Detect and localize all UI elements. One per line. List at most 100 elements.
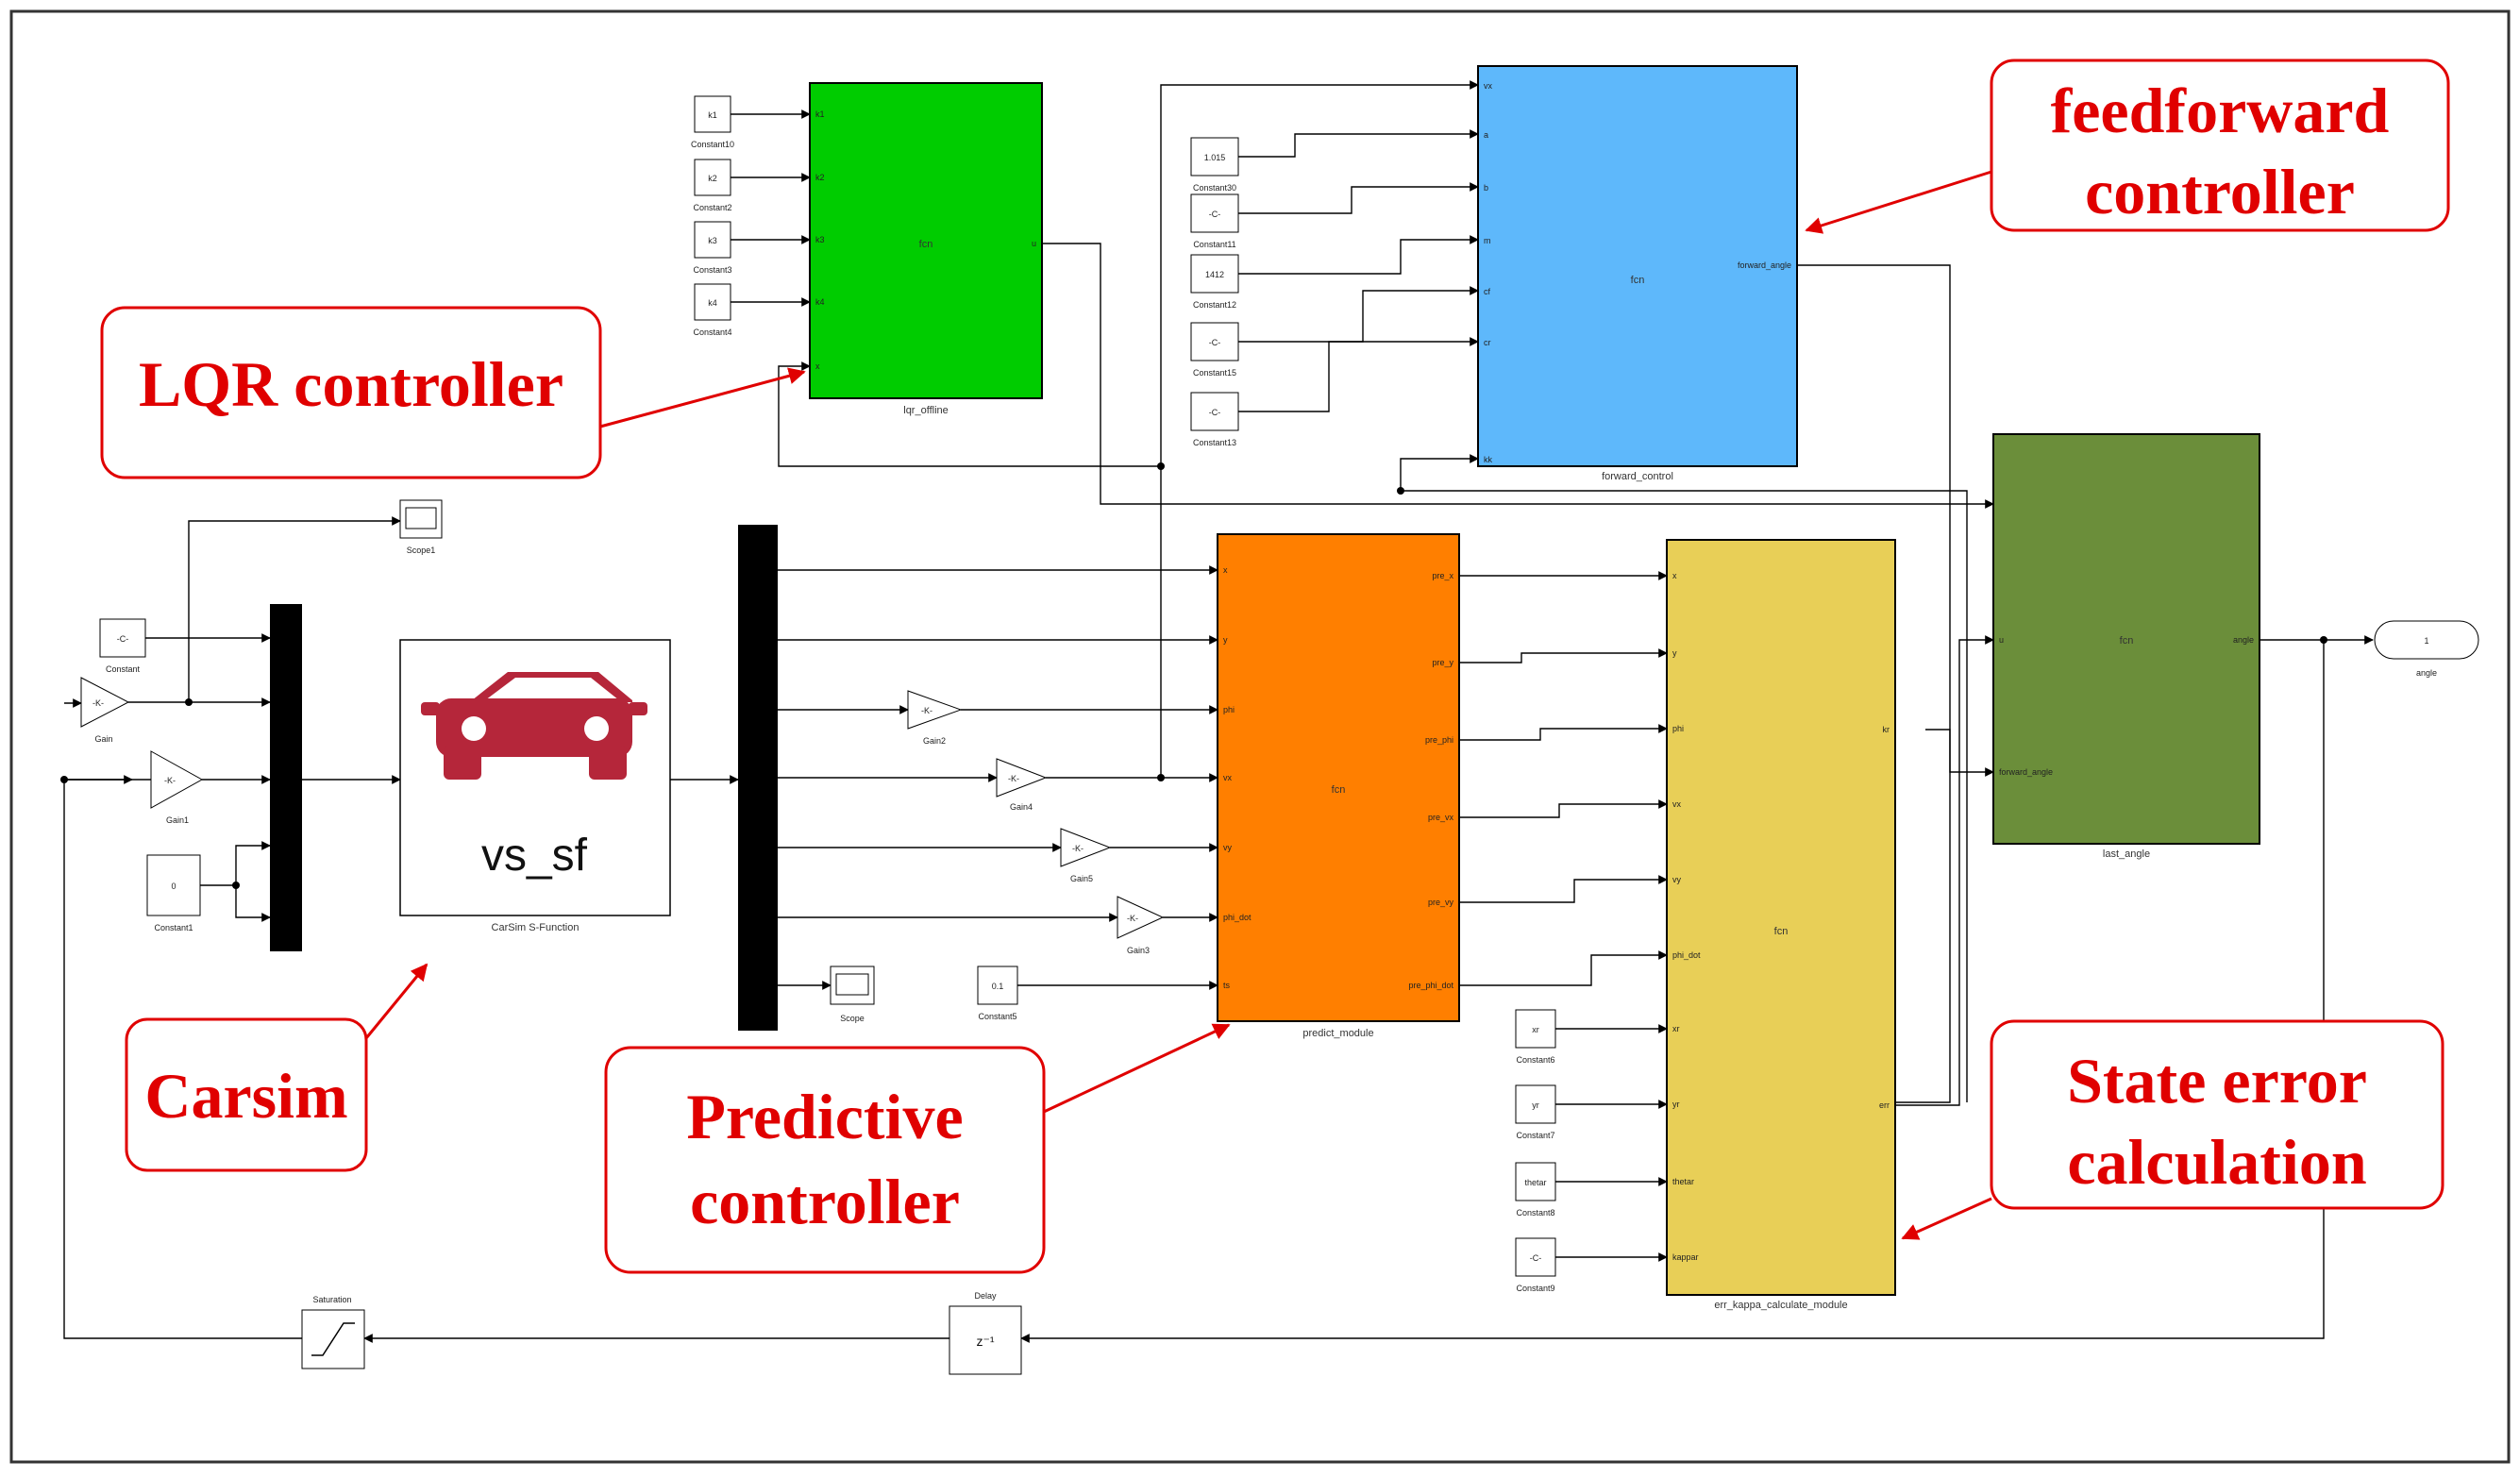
err-kappa-calculate-module-block[interactable]: fcn err_kappa_calculate_module x y phi v… xyxy=(1666,539,1896,1311)
callout-state-error-calculation: State error calculation xyxy=(1901,1019,2444,1240)
svg-text:forward_angle: forward_angle xyxy=(1999,767,2053,777)
svg-text:phi_dot: phi_dot xyxy=(1672,950,1701,960)
svg-text:-K-: -K- xyxy=(1008,774,1019,783)
gain5-block[interactable]: -K- Gain5 xyxy=(1060,828,1112,883)
svg-text:-K-: -K- xyxy=(164,776,176,785)
svg-text:kr: kr xyxy=(1883,725,1890,734)
constant-block-yr[interactable]: yr Constant7 xyxy=(1515,1084,1556,1140)
svg-text:calculation: calculation xyxy=(2067,1126,2366,1198)
svg-text:x: x xyxy=(1223,565,1228,575)
svg-text:-C-: -C- xyxy=(117,634,129,644)
constant-block-c11[interactable]: -C- Constant11 xyxy=(1190,193,1239,249)
svg-text:k4: k4 xyxy=(708,298,717,308)
gain-block[interactable]: -K- Gain xyxy=(80,677,130,744)
scope1-block[interactable]: Scope1 xyxy=(399,499,443,555)
svg-text:err_kappa_calculate_module: err_kappa_calculate_module xyxy=(1714,1300,1847,1311)
svg-text:kk: kk xyxy=(1484,455,1493,464)
constant-block-1015[interactable]: 1.015 Constant30 xyxy=(1190,137,1239,193)
predict-module-block[interactable]: fcn predict_module x y phi vx vy phi_dot… xyxy=(1217,533,1460,1039)
gain1-block[interactable]: -K- Gain1 xyxy=(150,750,204,825)
svg-text:angle: angle xyxy=(2233,635,2254,645)
constant-block-c[interactable]: -C- Constant xyxy=(99,618,146,674)
callout-feedforward-controller: feedforward controller xyxy=(1805,59,2450,234)
carsim-s-function-block[interactable]: vs_sf CarSim S-Function xyxy=(399,639,671,933)
callout-carsim: Carsim xyxy=(125,963,428,1172)
constant-block-c9[interactable]: -C- Constant9 xyxy=(1515,1237,1556,1293)
gain4-block[interactable]: -K- Gain4 xyxy=(996,758,1048,812)
svg-text:Constant13: Constant13 xyxy=(1193,438,1236,447)
constant-block-0-1[interactable]: 0.1 Constant5 xyxy=(977,966,1018,1021)
constant-block-c15[interactable]: -C- Constant15 xyxy=(1190,322,1239,378)
svg-text:Constant30: Constant30 xyxy=(1193,183,1236,193)
last-angle-block[interactable]: fcn last_angle u forward_angle angle xyxy=(1992,433,2260,860)
svg-text:forward_control: forward_control xyxy=(1602,471,1673,482)
scope-block[interactable]: Scope xyxy=(830,966,875,1023)
constant-block-xr[interactable]: xr Constant6 xyxy=(1515,1009,1556,1065)
svg-text:kappar: kappar xyxy=(1672,1252,1699,1262)
constant-block-0[interactable]: 0 Constant1 xyxy=(146,854,201,932)
svg-text:Constant2: Constant2 xyxy=(693,203,731,212)
svg-text:k4: k4 xyxy=(815,297,825,307)
svg-text:1.015: 1.015 xyxy=(1204,153,1226,162)
delay-block[interactable]: z⁻¹ Delay xyxy=(949,1291,1022,1375)
signal-lines xyxy=(63,80,2374,1343)
svg-text:controller: controller xyxy=(2085,156,2355,227)
outer-frame xyxy=(9,9,2511,1464)
svg-text:a: a xyxy=(1484,130,1488,140)
callout-predictive-controller: Predictive controller xyxy=(604,1023,1231,1274)
lqr-offline-block[interactable]: fcn lqr_offline k1 k2 k3 k4 x u xyxy=(809,82,1043,416)
constant-block-k4[interactable]: k4 Constant4 xyxy=(693,283,732,337)
constant-block-k1[interactable]: k1 Constant10 xyxy=(691,95,734,149)
gain2-block[interactable]: -K- Gain2 xyxy=(907,690,963,746)
svg-text:k2: k2 xyxy=(815,173,825,182)
svg-text:Constant7: Constant7 xyxy=(1516,1131,1554,1140)
svg-text:Constant12: Constant12 xyxy=(1193,300,1236,310)
svg-text:u: u xyxy=(1032,239,1036,248)
svg-text:-C-: -C- xyxy=(1209,210,1221,219)
svg-text:fcn: fcn xyxy=(1332,784,1346,796)
svg-text:LQR controller: LQR controller xyxy=(139,348,563,420)
svg-text:pre_vy: pre_vy xyxy=(1428,898,1454,907)
svg-text:y: y xyxy=(1672,648,1677,658)
svg-text:vx: vx xyxy=(1672,799,1682,809)
svg-text:Predictive: Predictive xyxy=(686,1081,963,1152)
svg-text:feedforward: feedforward xyxy=(2051,75,2390,146)
svg-text:predict_module: predict_module xyxy=(1302,1028,1373,1039)
outport-angle[interactable]: 1 angle xyxy=(2374,620,2479,678)
svg-text:controller: controller xyxy=(690,1166,960,1237)
constant-block-1412[interactable]: 1412 Constant12 xyxy=(1190,254,1239,310)
forward-control-block[interactable]: fcn forward_control vx a b m cf cr kk fo… xyxy=(1477,65,1798,482)
svg-text:xr: xr xyxy=(1672,1024,1680,1033)
saturation-block[interactable]: Saturation xyxy=(301,1295,365,1369)
svg-text:z⁻¹: z⁻¹ xyxy=(976,1334,994,1349)
svg-text:Constant10: Constant10 xyxy=(691,140,734,149)
car-icon xyxy=(421,672,647,780)
constant-block-k2[interactable]: k2 Constant2 xyxy=(693,159,732,212)
svg-text:x: x xyxy=(815,361,820,371)
svg-text:-K-: -K- xyxy=(921,706,932,715)
constant-block-k3[interactable]: k3 Constant3 xyxy=(693,221,732,275)
svg-text:Constant1: Constant1 xyxy=(154,923,193,932)
svg-text:vx: vx xyxy=(1223,773,1233,782)
svg-text:last_angle: last_angle xyxy=(2103,848,2150,860)
svg-text:fcn: fcn xyxy=(1774,926,1789,937)
svg-text:x: x xyxy=(1672,571,1677,580)
svg-text:State error: State error xyxy=(2067,1045,2367,1117)
svg-text:Delay: Delay xyxy=(974,1291,997,1301)
lqr-block-name: lqr_offline xyxy=(903,405,949,416)
constant-block-thetar[interactable]: thetar Constant8 xyxy=(1515,1162,1556,1218)
svg-text:Saturation: Saturation xyxy=(312,1295,351,1304)
callout-lqr-controller: LQR controller xyxy=(100,306,806,479)
svg-text:pre_phi_dot: pre_phi_dot xyxy=(1408,981,1453,990)
constant-block-c13[interactable]: -C- Constant13 xyxy=(1190,392,1239,447)
gain3-block[interactable]: -K- Gain3 xyxy=(1117,896,1165,955)
svg-text:Gain3: Gain3 xyxy=(1127,946,1150,955)
svg-text:vy: vy xyxy=(1223,843,1233,852)
svg-text:vy: vy xyxy=(1672,875,1682,884)
svg-text:Constant: Constant xyxy=(106,664,141,674)
svg-text:Constant8: Constant8 xyxy=(1516,1208,1554,1218)
svg-text:vx: vx xyxy=(1484,81,1493,91)
svg-text:yr: yr xyxy=(1672,1100,1680,1109)
svg-text:pre_phi: pre_phi xyxy=(1425,735,1453,745)
